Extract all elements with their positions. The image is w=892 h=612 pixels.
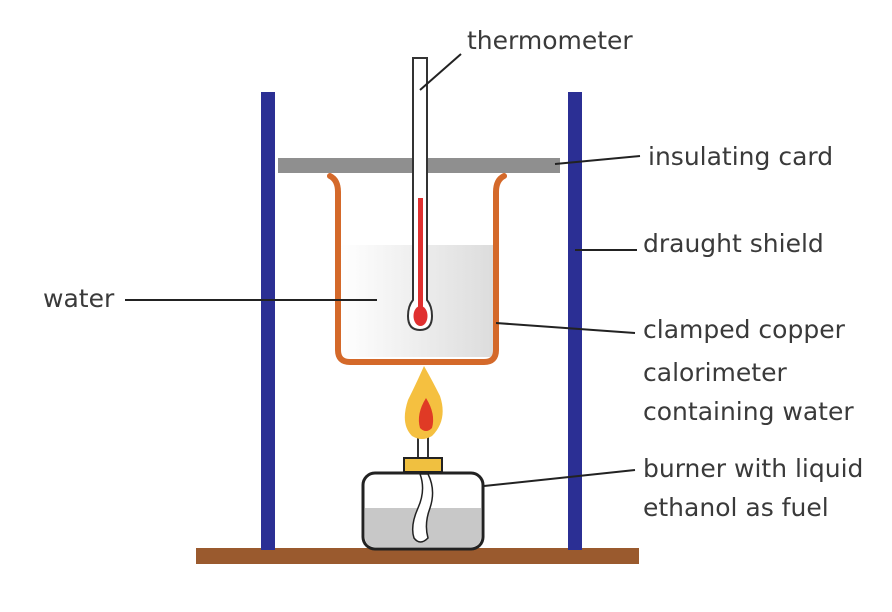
- bench: [196, 548, 639, 564]
- label-burner-line1: burner with liquid: [643, 454, 863, 483]
- copper-calorimeter: [327, 173, 507, 365]
- label-calorimeter-line2: calorimeter: [643, 358, 787, 387]
- burner: [361, 457, 485, 551]
- label-water: water: [43, 284, 115, 313]
- label-burner-line2: ethanol as fuel: [643, 493, 829, 522]
- label-calorimeter-line1: clamped copper: [643, 315, 846, 344]
- draught-shield-left: [261, 92, 275, 550]
- leader-thermometer: [419, 53, 462, 91]
- leader-insulating-card: [554, 155, 641, 165]
- leader-calorimeter: [495, 322, 636, 334]
- leader-burner: [483, 469, 636, 487]
- draught-shield-right: [568, 92, 582, 550]
- thermometer: [406, 57, 434, 332]
- label-draught-shield: draught shield: [643, 229, 824, 258]
- label-insulating-card: insulating card: [648, 142, 833, 171]
- flame-icon: [404, 366, 443, 460]
- label-thermometer: thermometer: [467, 26, 633, 55]
- burner-cap: [403, 457, 443, 473]
- label-calorimeter-line3: containing water: [643, 397, 854, 426]
